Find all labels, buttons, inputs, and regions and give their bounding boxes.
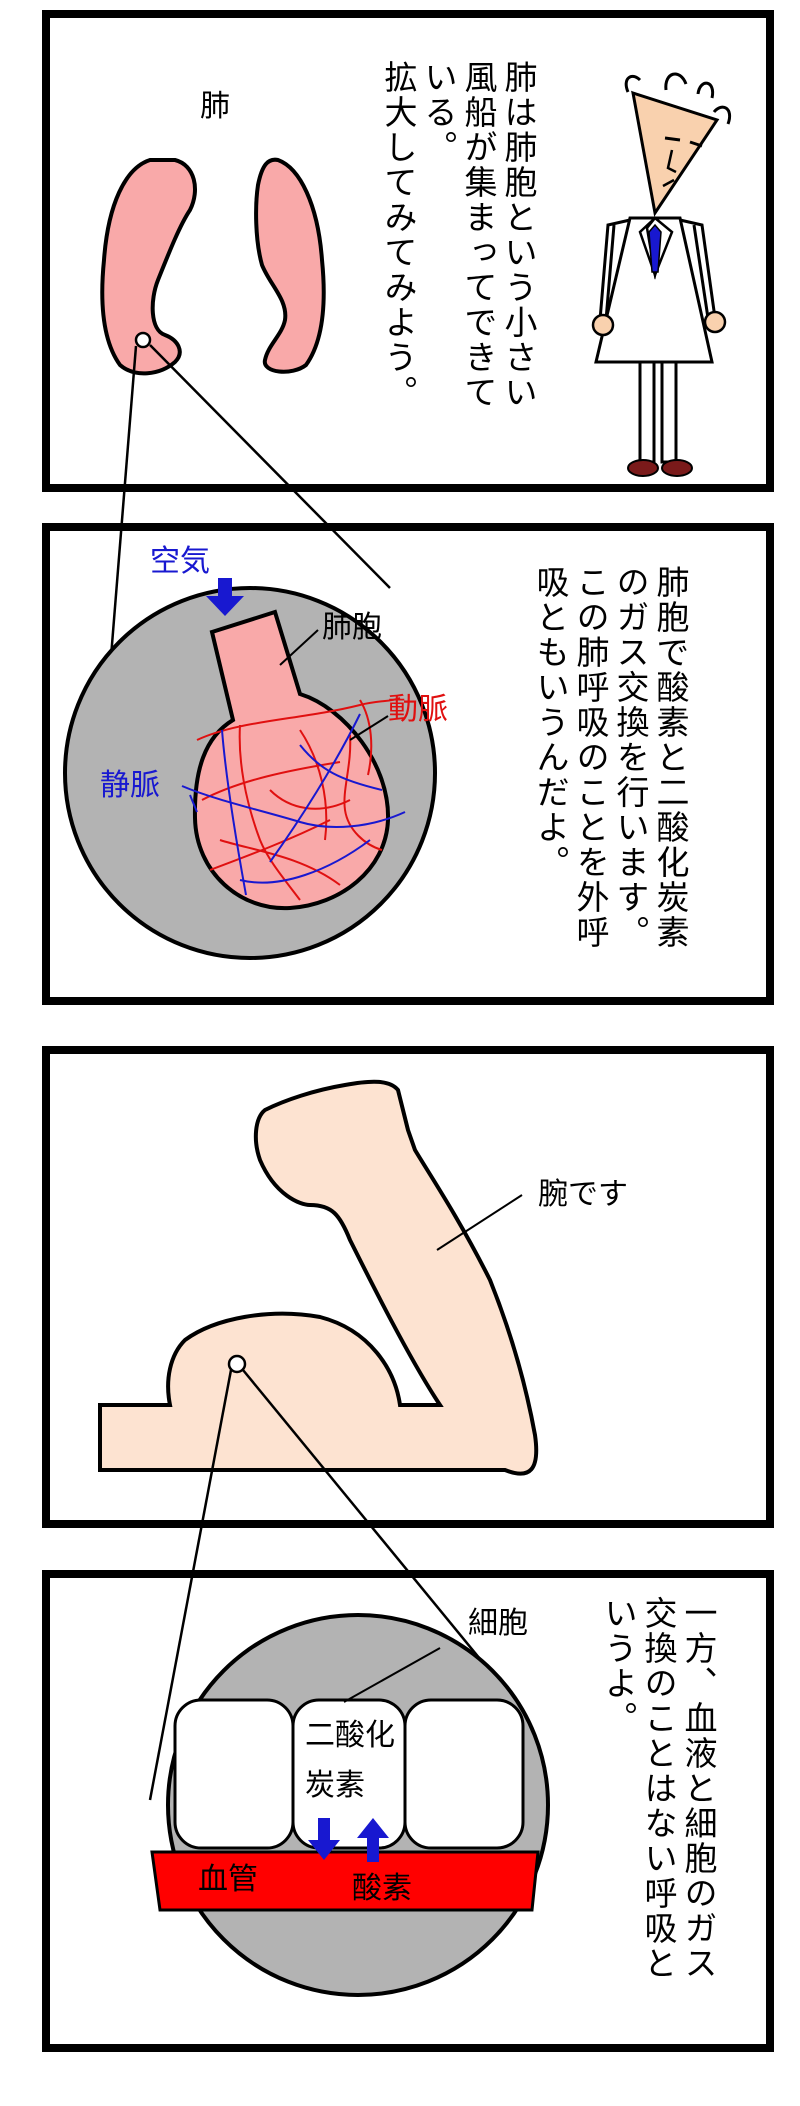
arm-leader [436,1194,523,1251]
narration-1-col-1: 肺は肺胞という小さい [499,60,538,410]
doctor-tie [648,223,662,273]
air-arrow [206,578,244,616]
arm-shape [98,1079,539,1476]
cell-label: 細胞 [468,1606,528,1641]
vein-leader [189,794,198,813]
zoom-line-right-1 [149,344,391,589]
doctor-hand-left [591,313,615,337]
oxygen-arrow [357,1818,389,1862]
vein-label: 静脈 [100,768,160,803]
artery-network [196,697,401,901]
vein-network [181,713,406,896]
panel-4-frame [42,1570,774,2052]
zoom-line-left-2 [148,1369,233,1801]
co2-arrow [308,1818,340,1860]
narration-4-col-1: 一方、血液と細胞のガス [679,1596,718,1981]
doctor-shoe-left [627,459,659,477]
air-label: 空気 [150,544,210,579]
left-lung [100,158,197,376]
narration-4-col-2: 交換のことはない呼吸と [639,1596,678,1981]
doctor-hand-right [703,310,727,334]
cell-box-1 [173,1698,295,1850]
narration-2-col-4: 吸ともいうんだよ。 [531,565,570,880]
panel-3: 腕です [42,1046,774,1528]
panel-1-narration: 肺は肺胞という小さい 風船が集まってできて いる。 拡大してみてみよう。 [378,60,538,480]
doctor-character [591,72,731,477]
narration-2-col-2: のガス交換を行います。 [611,565,650,950]
doctor-shoe-right [661,459,693,477]
lung-zoom-point [134,331,152,349]
vessel-label: 血管 [198,1862,258,1897]
narration-4-col-3: いうよ。 [599,1596,638,1736]
co2-label-line2: 炭素 [305,1768,365,1803]
arm-zoom-point [227,1354,247,1374]
alveolus [192,609,391,911]
panel-4: 細胞 二酸化 炭素 血管 酸素 [42,1570,774,2052]
alveolus-label: 肺胞 [322,610,382,645]
zoom-line-right-2 [242,1369,513,1699]
right-lung [254,157,326,374]
panel-2-frame [42,523,774,1005]
panel-2: 空気 肺胞 動脈 静脈 [42,523,774,1005]
cell-box-3 [403,1698,525,1850]
lung-label: 肺 [200,89,230,124]
narration-1-col-3: いる。 [419,60,458,165]
artery-leader [349,715,389,741]
arm-label: 腕です [538,1177,628,1212]
cell-leader [343,1647,441,1703]
narration-1-col-4: 拡大してみてみよう。 [379,60,418,410]
co2-label-line1: 二酸化 [305,1718,395,1753]
oxygen-label: 酸素 [352,1871,412,1906]
blood-vessel [150,1850,540,1912]
panel-2-narration: 肺胞で酸素と二酸化炭素 のガス交換を行います。 この肺呼吸のことを外呼 吸ともい… [530,565,690,995]
alveolus-leader [279,629,319,666]
narration-2-col-1: 肺胞で酸素と二酸化炭素 [651,565,690,950]
narration-2-col-3: この肺呼吸のことを外呼 [571,565,610,950]
narration-1-col-2: 風船が集まってできて [459,60,498,410]
panel-4-narration: 一方、血液と細胞のガス 交換のことはない呼吸と いうよ。 [598,1596,718,2026]
panel-1: 肺 [42,10,774,492]
artery-label: 動脈 [388,692,448,727]
doctor-head [631,90,720,217]
